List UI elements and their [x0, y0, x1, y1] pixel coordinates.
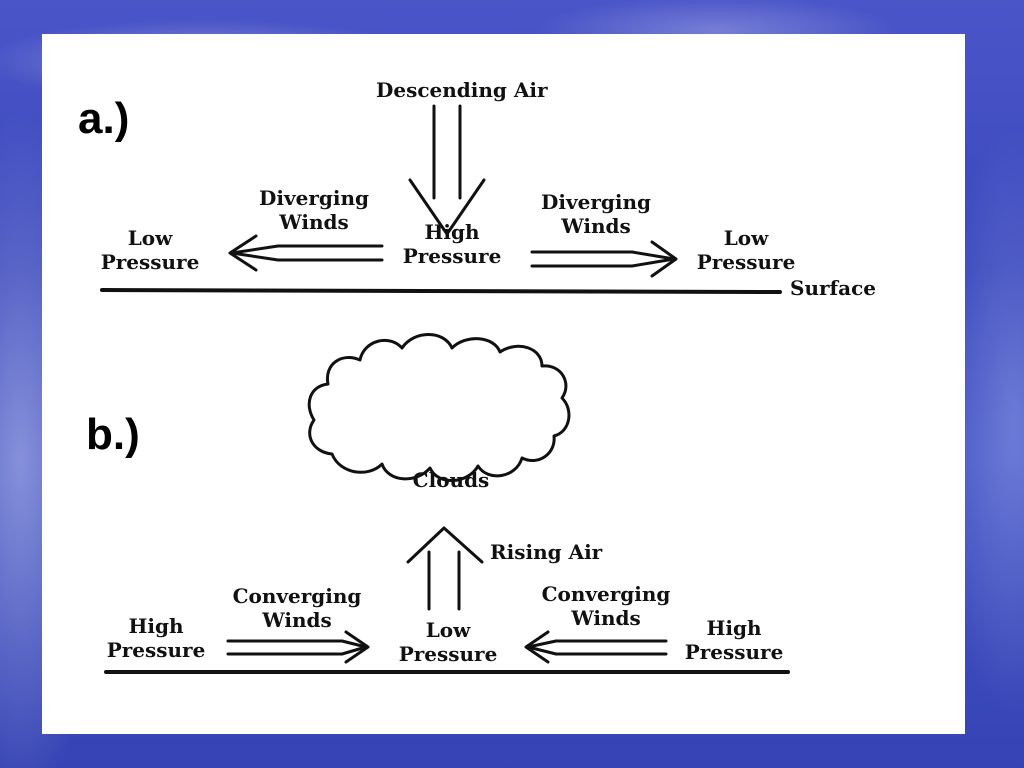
high-pressure-right-label: High Pressure: [684, 616, 784, 664]
rising-air-label: Rising Air: [490, 540, 603, 564]
descending-air-label: Descending Air: [376, 78, 548, 102]
converging-winds-right-label: Converging Winds: [541, 582, 671, 630]
diverging-winds-right-label: Diverging Winds: [541, 190, 651, 238]
panel-a-label: a.): [78, 94, 130, 143]
rising-air-arrow: [406, 526, 484, 611]
panel-b-label: b.): [86, 410, 140, 459]
low-pressure-label-b: Low Pressure: [398, 618, 498, 666]
diverging-winds-left-label: Diverging Winds: [259, 186, 369, 234]
high-pressure-left-label: High Pressure: [106, 614, 206, 662]
diverging-winds-right-arrow: [530, 240, 678, 278]
cloud-outline: [307, 333, 571, 482]
low-pressure-left-label: Low Pressure: [100, 226, 200, 274]
converging-winds-left-label: Converging Winds: [232, 584, 362, 632]
surface-line-a: [100, 288, 782, 294]
converging-winds-right-arrow: [524, 630, 668, 664]
slide-canvas: a.) Descending Air Diverging Winds High …: [42, 34, 965, 734]
clouds-label: Clouds: [412, 468, 490, 492]
high-pressure-label-a: High Pressure: [402, 220, 502, 268]
surface-label: Surface: [790, 276, 876, 300]
diagram-lines: [100, 104, 790, 674]
descending-air-arrow: [408, 104, 486, 236]
low-pressure-right-label: Low Pressure: [696, 226, 796, 274]
converging-winds-left-arrow: [226, 630, 370, 664]
diverging-winds-left-arrow: [228, 234, 384, 272]
